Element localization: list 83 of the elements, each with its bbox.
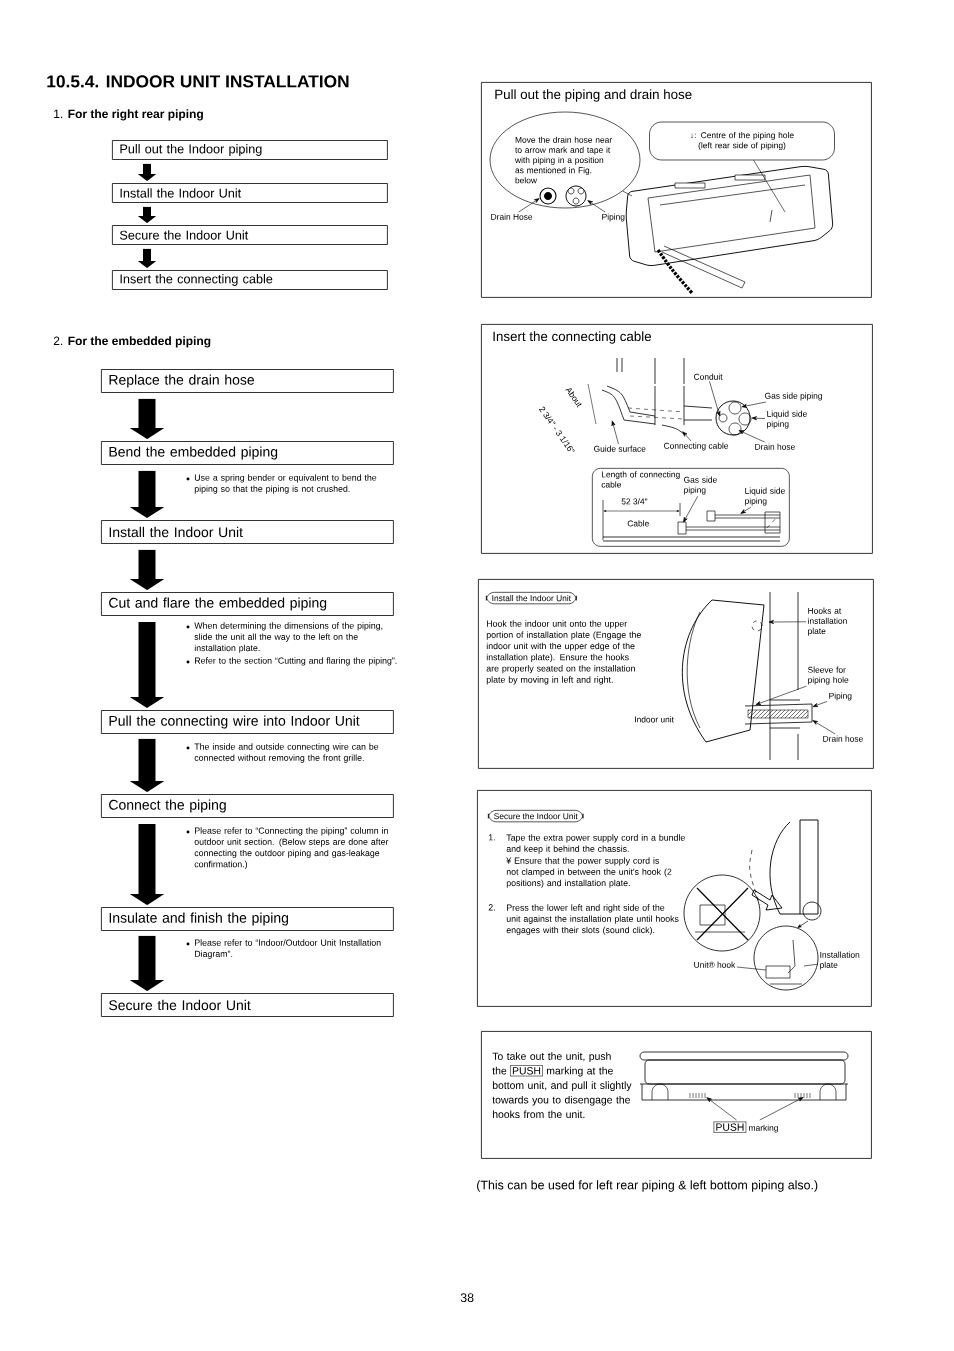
part-label: Connecting cable bbox=[664, 442, 729, 451]
part-label: Liquid side piping bbox=[767, 410, 807, 429]
pipe-section-drawing bbox=[539, 185, 587, 207]
part-label: Drain Hose bbox=[491, 213, 533, 220]
step-box: Secure the Indoor Unit bbox=[101, 993, 394, 1017]
note-text: The inside and outside connecting wire can be connected without removing the front grille. bbox=[194, 743, 379, 763]
leader-line bbox=[740, 506, 752, 514]
tag-label: Secure the Indoor Unit bbox=[488, 810, 584, 823]
leader-line bbox=[622, 190, 633, 197]
cable-drawing bbox=[602, 499, 781, 542]
leader-line bbox=[683, 495, 699, 523]
leader-line bbox=[587, 200, 606, 213]
part-label: Conduit bbox=[694, 373, 723, 380]
panel-title: Insert the connecting cable bbox=[493, 331, 651, 344]
part-label: Unit® hook bbox=[694, 961, 736, 968]
leader-line bbox=[518, 198, 540, 213]
tag-label: Install the Indoor Unit bbox=[486, 592, 577, 605]
instruction-text: ¥ Ensure that the power supply cord is not clamped in between the unit's hook (2 positions) and installation plate. bbox=[506, 857, 672, 888]
dimension-text: 52 3/4" bbox=[621, 498, 648, 505]
part-label: Cable bbox=[627, 520, 649, 527]
part-label: Piping bbox=[829, 692, 852, 701]
step-number: 2. bbox=[488, 904, 495, 911]
part-label: Drain hose bbox=[755, 443, 795, 450]
step-box: Install the Indoor Unit bbox=[112, 183, 388, 203]
leader-line bbox=[812, 701, 828, 707]
step-box: Install the Indoor Unit bbox=[101, 520, 394, 544]
step-box: Secure the Indoor Unit bbox=[112, 225, 388, 245]
inset-text: Length of connecting cable bbox=[601, 471, 680, 488]
panel-title: Pull out the piping and drain hose bbox=[495, 89, 692, 102]
part-label: Sleeve for piping hole bbox=[808, 666, 849, 685]
part-label: Drain hose bbox=[823, 735, 863, 742]
leader-line bbox=[741, 401, 767, 408]
instruction-text: To take out the unit, push the PUSH marking at the bottom unit, and pull it slightly towards you to disengage the hooks from the unit. bbox=[492, 1052, 632, 1119]
step-number: 1. bbox=[488, 834, 495, 841]
leader-line bbox=[682, 431, 692, 442]
hook-detail-drawing bbox=[753, 925, 819, 991]
step-box: Bend the embedded piping bbox=[101, 441, 394, 465]
leader-line bbox=[768, 620, 807, 624]
leader-line bbox=[611, 420, 619, 445]
note-text: Please refer to “Connecting the piping” column in outdoor unit section. (Below steps are done after connecting the outdoor piping and gas-leakage confirmation.) bbox=[194, 827, 389, 870]
step-box: Cut and flare the embedded piping bbox=[101, 592, 394, 616]
step-box: Insert the connecting cable bbox=[112, 270, 388, 290]
instruction-text: Tape the extra power supply cord in a bundle and keep it behind the chassis. bbox=[506, 834, 685, 854]
instruction-text: Hook the indoor unit onto the upper portion of installation plate (Engage the indoor unit with the upper edge of the installation plate). Ensure the hooks are properly seated on the installation plate by moving in left and right. bbox=[486, 620, 641, 685]
leader-line bbox=[738, 430, 765, 443]
cable-drawing bbox=[601, 385, 752, 436]
leader-line bbox=[736, 966, 767, 971]
caption: (This can be used for left rear piping & left bottom piping also.) bbox=[477, 1180, 818, 1192]
leader-line bbox=[755, 685, 807, 705]
note-text: Please refer to “Indoor/Outdoor Unit Installation Diagram”. bbox=[195, 939, 381, 959]
indoor-unit-drawing bbox=[639, 1051, 849, 1101]
step-box: Replace the drain hose bbox=[101, 369, 394, 393]
step-box: Connect the piping bbox=[101, 794, 394, 818]
part-label: Gas side piping bbox=[684, 476, 717, 495]
part-label: Guide surface bbox=[594, 445, 646, 452]
part-label: Installation plate bbox=[820, 951, 860, 970]
leader-line bbox=[759, 1097, 804, 1121]
note-text: When determining the dimensions of the piping, slide the unit all the way to the left on the installation plate. bbox=[194, 622, 383, 653]
note-text: Refer to the section “Cutting and flaring the piping”. bbox=[195, 657, 397, 666]
step-box: Pull the connecting wire into Indoor Unit bbox=[101, 710, 394, 734]
indoor-unit-drawing bbox=[625, 165, 834, 295]
callout-bubble: ↓: Centre of the piping hole (left rear side of piping) bbox=[649, 121, 835, 161]
part-label: Liquid side piping bbox=[745, 487, 785, 506]
section-heading: 1. For the right rear piping bbox=[54, 109, 203, 121]
section-heading: 2. For the embedded piping bbox=[53, 336, 211, 348]
part-label: Hooks at installation plate bbox=[808, 607, 847, 636]
leader-line bbox=[803, 963, 819, 967]
part-label: Piping bbox=[602, 213, 625, 222]
indoor-unit-drawing bbox=[747, 699, 809, 729]
page-number: 38 bbox=[460, 1293, 474, 1303]
note-text: Use a spring bender or equivalent to bend the piping so that the piping is not crushed. bbox=[194, 474, 377, 494]
part-label: PUSH marking bbox=[713, 1121, 778, 1133]
callout-bubble: Move the drain hose near to arrow mark and tape it with piping in a position as mentioned in Fig. below bbox=[489, 111, 641, 209]
leader-line bbox=[751, 416, 766, 421]
leader-line bbox=[812, 720, 836, 735]
leader-line bbox=[709, 381, 721, 417]
page-title: 10.5.4. INDOOR UNIT INSTALLATION bbox=[47, 75, 349, 88]
part-label: Indoor unit bbox=[635, 716, 674, 723]
leader-line bbox=[706, 1097, 737, 1121]
instruction-text: Press the lower left and right side of the unit against the installation plate until hooks engages with their slots (sound click). bbox=[506, 904, 679, 935]
step-box: Insulate and finish the piping bbox=[101, 907, 394, 931]
part-label: Gas side piping bbox=[765, 392, 822, 401]
step-box: Pull out the Indoor piping bbox=[112, 140, 388, 160]
